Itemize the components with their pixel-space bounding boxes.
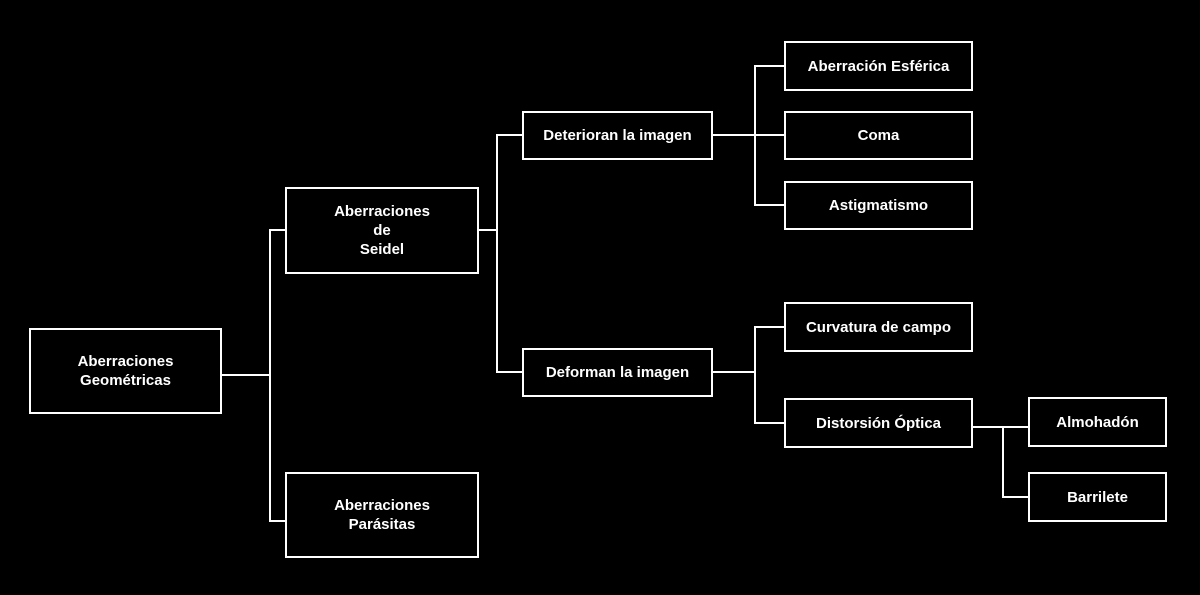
node-deterioran: Deterioran la imagen	[522, 111, 713, 160]
node-astigmatismo: Astigmatismo	[784, 181, 973, 230]
node-aberraciones-parasitas: Aberraciones Parásitas	[285, 472, 479, 558]
node-aberraciones-geometricas: Aberraciones Geométricas	[29, 328, 222, 414]
connector	[754, 326, 785, 328]
node-barrilete: Barrilete	[1028, 472, 1167, 522]
connector	[496, 371, 523, 373]
node-aberracion-esferica: Aberración Esférica	[784, 41, 973, 91]
node-distorsion-optica: Distorsión Óptica	[784, 398, 973, 448]
connector	[1002, 426, 1029, 428]
connector	[972, 426, 1004, 428]
connector	[754, 422, 785, 424]
node-curvatura-campo: Curvatura de campo	[784, 302, 973, 352]
connector	[754, 65, 785, 67]
connector	[221, 374, 271, 376]
connector	[754, 204, 785, 206]
connector	[1002, 426, 1004, 498]
node-almohadon: Almohadón	[1028, 397, 1167, 447]
connector	[496, 134, 523, 136]
node-deforman: Deforman la imagen	[522, 348, 713, 397]
connector	[1002, 496, 1029, 498]
connector	[269, 229, 271, 522]
connector	[478, 229, 498, 231]
connector	[754, 134, 785, 136]
connector	[496, 134, 498, 373]
connector	[269, 520, 286, 522]
connector	[712, 371, 756, 373]
connector	[712, 134, 756, 136]
connector	[269, 229, 286, 231]
node-coma: Coma	[784, 111, 973, 160]
connector	[754, 326, 756, 424]
node-aberraciones-seidel: Aberraciones de Seidel	[285, 187, 479, 274]
